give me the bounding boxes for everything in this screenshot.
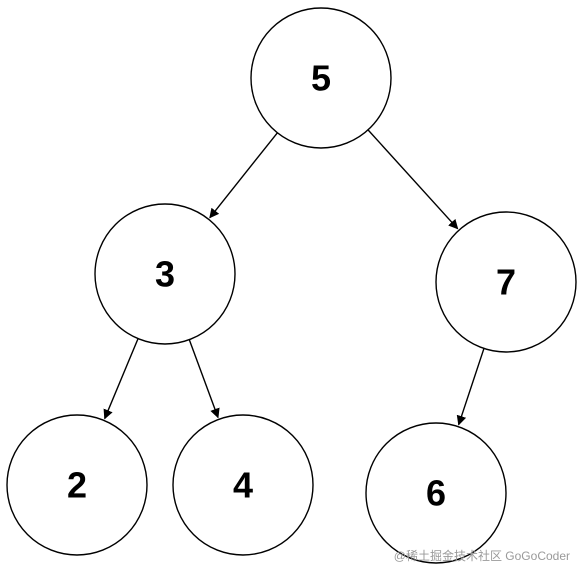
node-circle [6, 414, 148, 556]
tree-node-7: 7 [435, 211, 577, 353]
tree-node-4: 4 [172, 414, 314, 556]
node-circle [250, 7, 392, 149]
edge-n5-n3 [209, 132, 278, 219]
node-circle [365, 422, 507, 564]
node-label: 2 [67, 465, 87, 506]
node-label: 3 [155, 254, 175, 295]
node-label: 5 [311, 58, 331, 99]
edge-n3-n2 [103, 338, 139, 420]
node-circle [94, 203, 236, 345]
node-label: 7 [496, 262, 516, 303]
tree-node-6: 6 [365, 422, 507, 564]
edges-layer [103, 129, 485, 426]
edge-n3-n4 [188, 339, 220, 419]
watermark: @稀土掘金技术社区 GoGoCoder [393, 549, 570, 563]
node-circle [172, 414, 314, 556]
tree-node-3: 3 [94, 203, 236, 345]
tree-node-2: 2 [6, 414, 148, 556]
edge-n7-n6 [456, 348, 485, 426]
node-circle [435, 211, 577, 353]
tree-node-5: 5 [250, 7, 392, 149]
edge-n5-n7 [367, 129, 459, 230]
nodes-layer: 5 3 7 2 4 6 [6, 7, 577, 564]
node-label: 4 [233, 465, 253, 506]
node-label: 6 [426, 473, 446, 514]
